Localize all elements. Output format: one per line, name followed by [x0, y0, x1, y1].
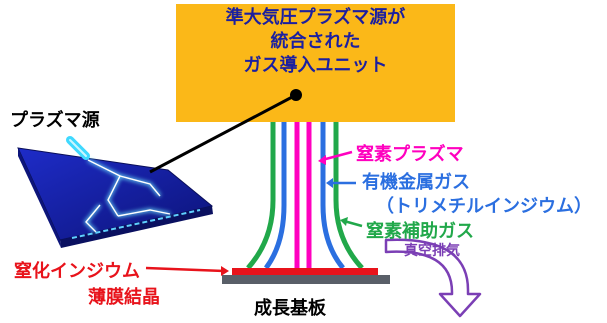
organometal-gas-label: 有機金属ガス: [362, 172, 470, 193]
gas-unit-box: [176, 4, 455, 122]
substrate-plate: [222, 275, 390, 284]
gas-unit-line-2: 統合された: [270, 31, 361, 52]
arrow-film: [145, 266, 225, 273]
gas-unit-title: 準大気圧プラズマ源が 統合された ガス導入ユニット: [176, 6, 455, 78]
tube-green-left: [246, 122, 276, 270]
gas-tubes: [246, 122, 364, 270]
plasma-nozzle: [66, 136, 90, 160]
arrow-plasma: [321, 150, 353, 162]
substrate-label: 成長基板: [254, 298, 326, 319]
exhaust-arrow-icon: [384, 238, 482, 318]
plasma-source-illustration: [17, 136, 214, 248]
nitrogen-plasma-label: 窒素プラズマ: [356, 144, 464, 165]
leader-dot: [290, 89, 302, 101]
tube-green-right: [333, 122, 364, 270]
leader-line: [149, 93, 297, 174]
film-label-line-1: 窒化インジウム: [14, 261, 140, 282]
nitrogen-aux-label: 窒素補助ガス: [366, 221, 474, 242]
tube-blue-left: [263, 122, 287, 270]
plasma-source-label: プラズマ源: [10, 110, 100, 131]
gas-unit-line-3: ガス導入ユニット: [243, 55, 388, 76]
arrow-aux: [343, 219, 363, 228]
gas-unit-line-1: 準大気圧プラズマ源が: [225, 7, 406, 28]
film-layer: [232, 268, 378, 275]
exhaust-label: 真空排気: [404, 243, 460, 259]
trimethylindium-label: （トリメチルインジウム）: [376, 196, 592, 217]
tube-blue-right: [320, 122, 345, 270]
film-label-line-2: 薄膜結晶: [88, 287, 160, 308]
